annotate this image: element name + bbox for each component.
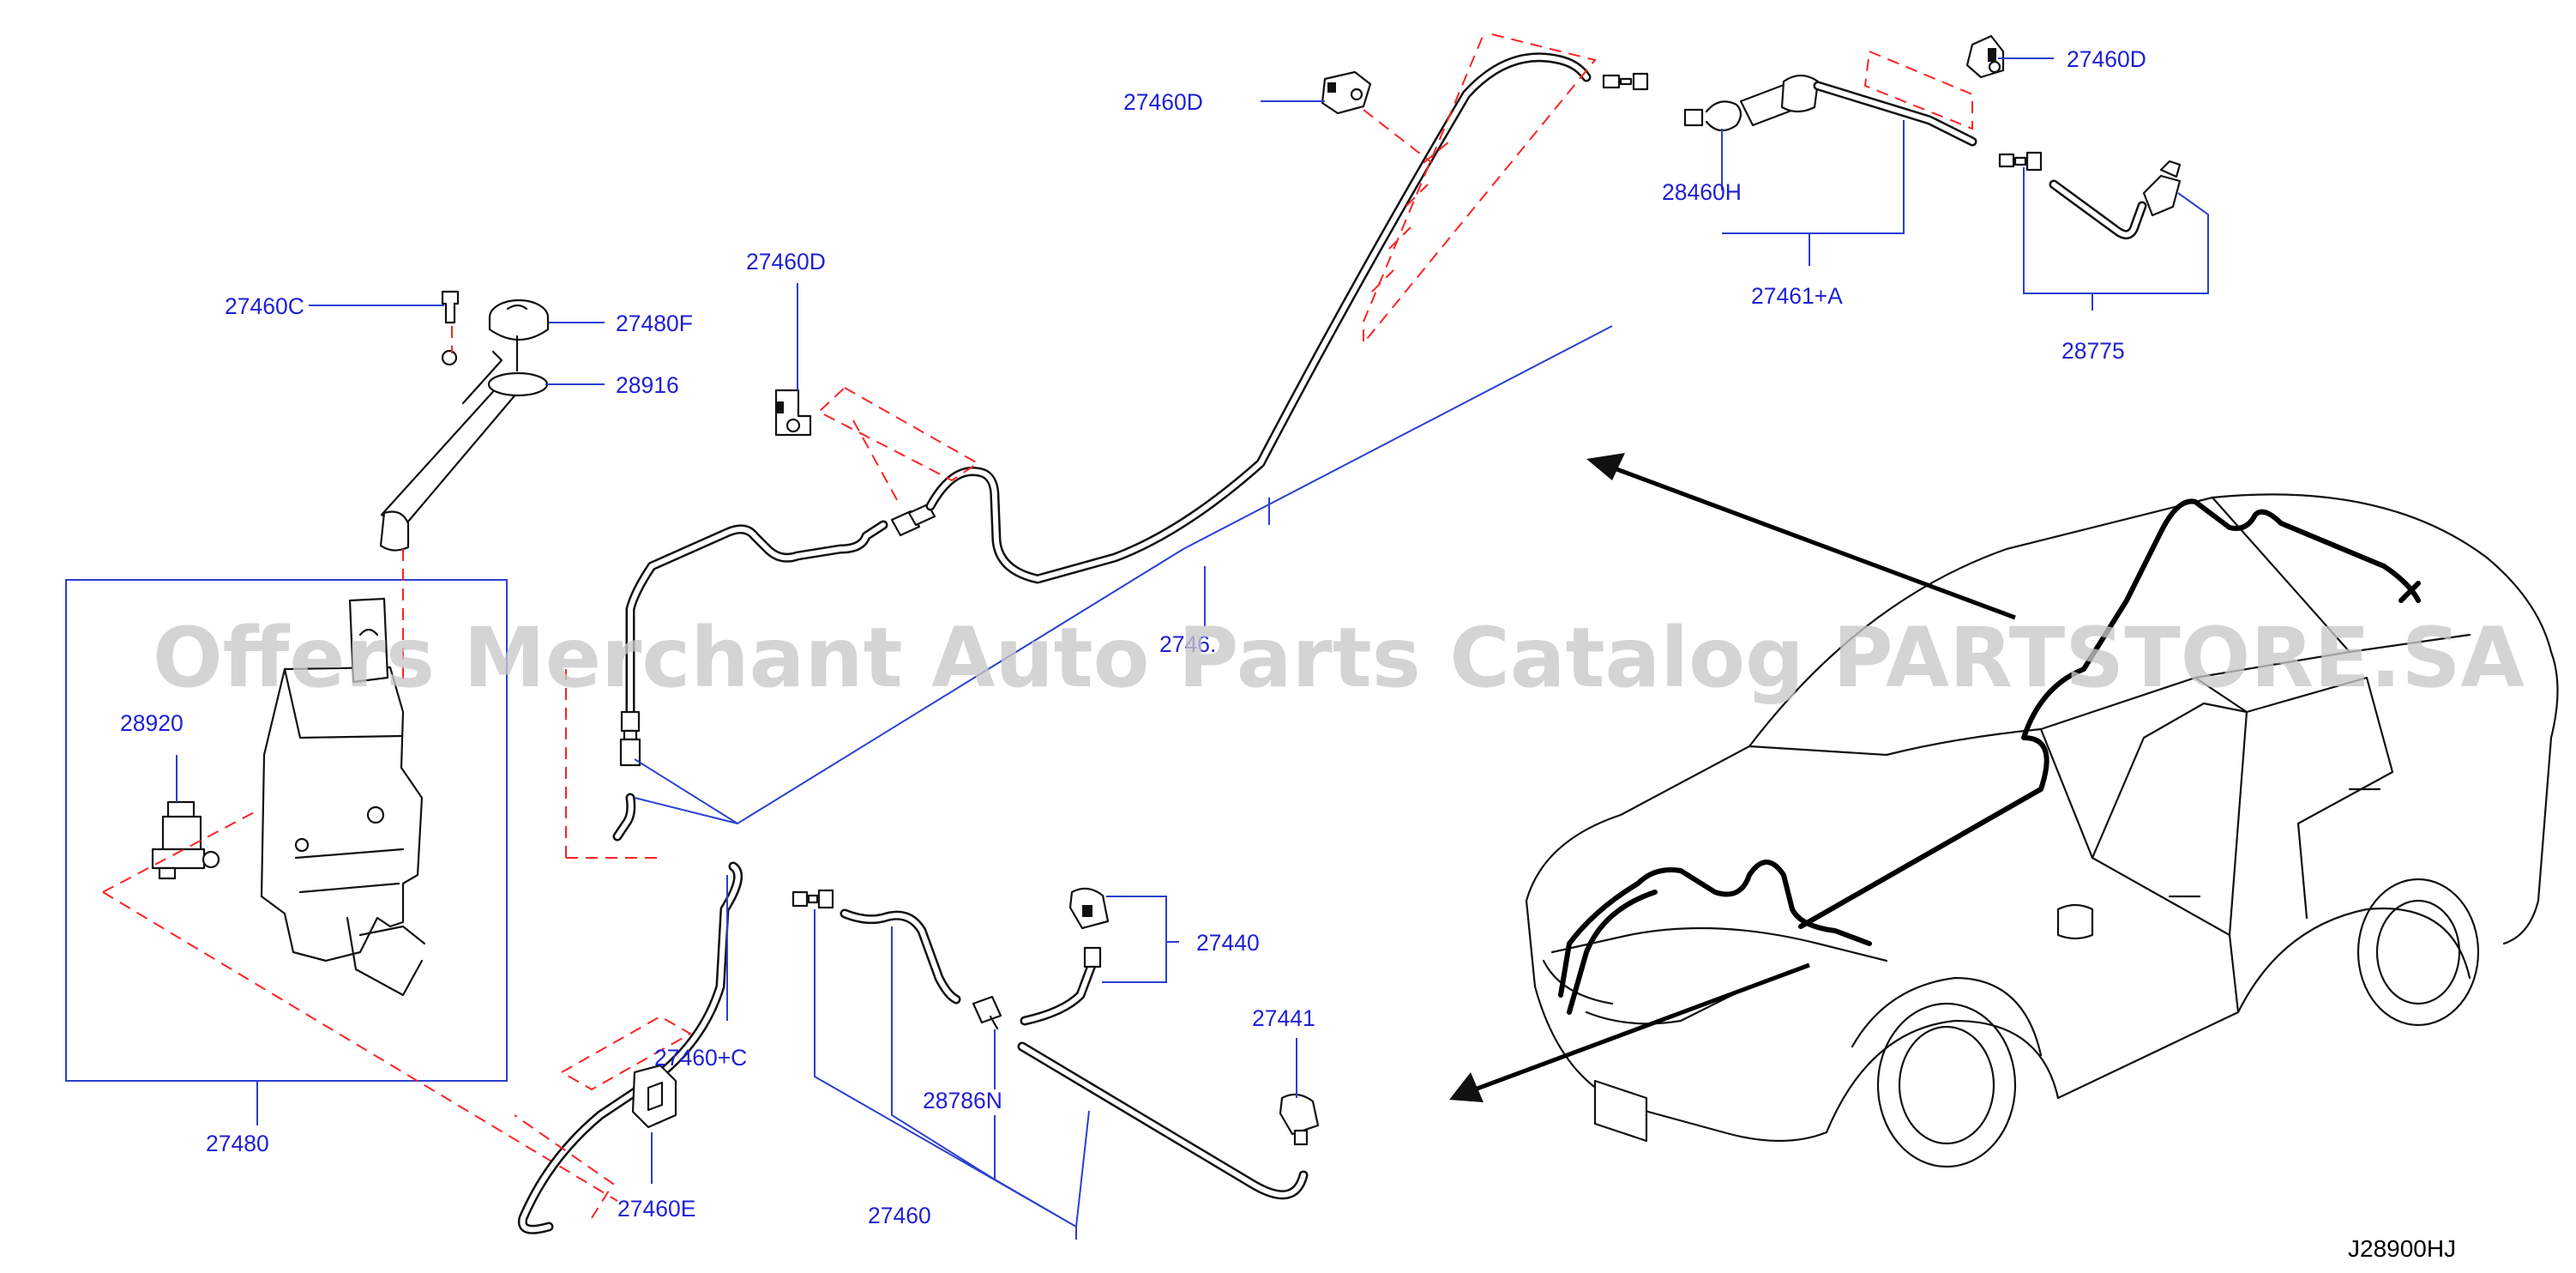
phantom-line-lower: [559, 1015, 693, 1091]
callout-27460E: 27460E: [617, 1196, 695, 1222]
filler-cap: [488, 299, 550, 372]
long-front-hose: [1017, 1041, 1309, 1200]
leader-28775: [2023, 167, 2209, 311]
leader-27440: [1102, 896, 1179, 983]
phantom-line-reservoir-bottom: [102, 891, 618, 1202]
washer-pump: [151, 800, 220, 880]
watermark-text: Offers Merchant Auto Parts Catalog PARTS…: [153, 610, 2525, 706]
callout-28786N: 28786N: [923, 1088, 1002, 1113]
callout-27440: 27440: [1196, 930, 1260, 956]
callout-28460H: 28460H: [1662, 179, 1742, 205]
rear-nozzle-connectors: [1998, 151, 2182, 240]
nozzle-27441: [1279, 1093, 1320, 1146]
hose-connectors-left: [612, 710, 641, 842]
hose-connector-rear-top: [1602, 72, 1649, 91]
leader-27461: [634, 325, 1613, 825]
main-washer-hose: [625, 520, 888, 721]
callout-28916: 28916: [616, 372, 679, 398]
leader-27461A: [1722, 120, 1905, 266]
reservoir-callout-box: [65, 579, 508, 1082]
bracket-27460D-right: [1965, 34, 2005, 79]
filler-tube: [379, 349, 549, 552]
callout-27480: 27480: [206, 1131, 269, 1156]
phantom-line-lower-2: [514, 1114, 615, 1219]
bracket-27460D-top: [1321, 70, 1372, 115]
front-nozzle-hose: [1020, 946, 1102, 1026]
lower-connector: [791, 889, 834, 909]
callout-27441: 27441: [1252, 1005, 1315, 1031]
callout-27480F: 27480F: [616, 311, 693, 336]
phantom-line-pump: [102, 810, 258, 893]
washer-reservoir-tank: [260, 597, 426, 997]
bracket-27460D-mid: [774, 389, 812, 437]
callout-27461: 2746.: [1159, 631, 1216, 657]
callout-28775: 28775: [2061, 338, 2125, 364]
nozzle-27440: [1068, 887, 1110, 930]
phantom-line-upper-hose: [1363, 33, 1597, 346]
leader-27460: [814, 909, 1090, 1240]
callout-28920: 28920: [120, 710, 184, 736]
lower-hose-right: [840, 908, 961, 1005]
upper-hose-to-rear: [925, 52, 1592, 584]
callout-27460: 27460: [868, 1203, 931, 1228]
vehicle-hose-routing: [1558, 498, 2421, 1015]
vehicle-hose-routing-2: [2398, 581, 2421, 603]
phantom-line-mid-bracket: [817, 386, 979, 482]
arrow-to-front: [1449, 962, 1810, 1102]
clip-27460C: [441, 290, 460, 324]
phantom-line-upper-hose-2: [1371, 141, 1450, 293]
callout-27460D-right: 27460D: [2067, 46, 2146, 72]
callout-27460C: 27460C: [225, 293, 304, 319]
callout-27460C-plus: 27460+C: [654, 1045, 747, 1071]
diagram-code: J28900HJ: [2348, 1235, 2456, 1262]
arrow-to-rear: [1586, 453, 2016, 620]
callout-27460D-mid: 27460D: [746, 249, 826, 275]
callout-27461A: 27461+A: [1751, 283, 1843, 309]
clip-27460E: [631, 1064, 677, 1129]
phantom-line-top-bracket: [1363, 109, 1433, 164]
phantom-line-left-hose: [565, 669, 660, 859]
phantom-line-rear-sub: [1863, 50, 1973, 130]
phantom-line-mid-bracket-2: [852, 419, 901, 507]
rear-hose-subassembly: [1683, 74, 1977, 147]
check-valve-28786N: [972, 995, 1002, 1030]
callout-27460D-top: 27460D: [1123, 89, 1203, 115]
vehicle-illustration: [1525, 493, 2559, 1168]
